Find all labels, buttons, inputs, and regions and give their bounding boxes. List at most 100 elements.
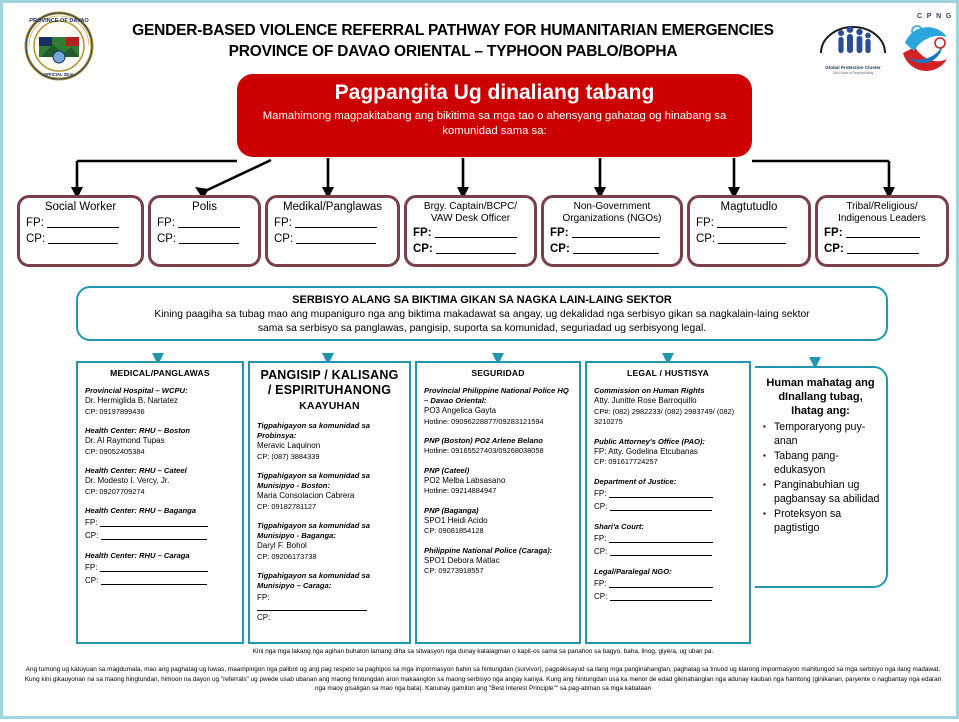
title-line-1: GENDER-BASED VIOLENCE REFERRAL PATHWAY F… bbox=[132, 22, 774, 39]
entry-blank-cp[interactable]: CP: bbox=[594, 545, 742, 558]
entry-contact: Hotline: 09096228877/09283121594 bbox=[424, 416, 544, 426]
entry-org: Tigpahigayon sa komunidad sa Munisipyo -… bbox=[257, 471, 370, 490]
services-summary-line-1: Kining paagiha sa tubag mao ang mupanigu… bbox=[154, 309, 810, 320]
entry-blank-fp[interactable]: FP: bbox=[85, 516, 235, 529]
entry-person: PO3 Angelica Gayta bbox=[424, 406, 497, 415]
entry-person: FP: Atty. Godelina Etcubanas bbox=[594, 446, 698, 456]
entry-person: Dr. Hermiglida B. Nartatez bbox=[85, 396, 178, 405]
service-column-security: SEGURIDAD Provincial Philippine National… bbox=[415, 361, 581, 644]
entry-contact: CP: 09273918557 bbox=[424, 566, 484, 575]
entry-org: Public Attorney's Office (PAO): bbox=[594, 436, 705, 446]
referral-field-fp: FP: bbox=[696, 215, 802, 231]
entry-contact: CP: 09052405384 bbox=[85, 446, 145, 456]
column-entry: Health Center: RHU – Caraga FP: CP: bbox=[85, 551, 235, 587]
entry-person: Daryl F. Bohol bbox=[257, 541, 307, 550]
footer-note: Kini nga mga lakang nga agihan buhaton l… bbox=[252, 648, 714, 655]
entry-person: Maria Consolacion Cabrera bbox=[257, 491, 355, 500]
referral-box-title: Tribal/Religious/ Indigenous Leaders bbox=[838, 201, 926, 224]
referral-box-social-worker[interactable]: Social Worker FP: CP: bbox=[17, 195, 144, 267]
list-item: Panginabuhian ug pagbansay sa abilidad bbox=[763, 478, 880, 506]
referral-box-title: Brgy. Captain/BCPC/ VAW Desk Officer bbox=[423, 201, 518, 224]
entry-contact: CP#: (082) 2982233/ (082) 2983749/ (082)… bbox=[594, 406, 735, 427]
column-entry: Provincial Philippine National Police HQ… bbox=[424, 386, 572, 427]
referral-box-tribal-religious-leaders[interactable]: Tribal/Religious/ Indigenous Leaders FP:… bbox=[815, 195, 949, 267]
column-entry: Commission on Human Rights Atty. Junitte… bbox=[594, 386, 742, 428]
service-column-psychosocial: PANGISIP / KALISANG / ESPIRITUHANONG KAA… bbox=[248, 361, 411, 644]
entry-blank-cp[interactable]: CP: bbox=[85, 529, 235, 542]
services-summary-title: SERBISYO ALANG SA BIKTIMA GIKAN SA NAGKA… bbox=[292, 294, 672, 306]
entry-org: Tigpahigayon sa komunidad sa Probinsya: bbox=[257, 421, 370, 440]
cpng-caption: C P N G bbox=[917, 13, 953, 20]
referral-field-fp: FP: bbox=[157, 215, 252, 231]
column-entry: Health Center: RHU – Cateel Dr. Modesto … bbox=[85, 466, 235, 497]
entry-blank-fp[interactable]: FP: bbox=[594, 487, 742, 500]
column-entry: PNP (Baganga) SPO1 Heidi Acido CP: 09081… bbox=[424, 506, 572, 537]
province-seal-icon: PROVINCE OF DAVAO OFFICIAL SEAL bbox=[17, 11, 101, 81]
additional-response-title: Human mahatag ang dInallang tubag, Ihata… bbox=[766, 377, 875, 417]
referral-box-magtutudlo[interactable]: Magtutudlo FP: CP: bbox=[687, 195, 811, 267]
referral-field-cp: CP: bbox=[824, 241, 940, 257]
referral-box-title: Medikal/Panglawas bbox=[282, 201, 383, 213]
referral-field-fp: FP: bbox=[550, 225, 674, 241]
entry-org: Provincial Hospital – WCPU: bbox=[85, 386, 188, 395]
entry-person: Atty. Junitte Rose Barroquillo bbox=[594, 396, 697, 405]
column-heading-sub: KAAYUHAN bbox=[299, 400, 360, 412]
entry-blank-cp[interactable]: CP: bbox=[594, 500, 742, 513]
entry-org: Health Center: RHU – Boston bbox=[85, 426, 191, 435]
entry-org: Health Center: RHU – Caraga bbox=[85, 551, 190, 560]
referral-field-fp: FP: bbox=[274, 215, 391, 231]
svg-text:OFFICIAL SEAL: OFFICIAL SEAL bbox=[43, 72, 75, 77]
referral-field-fp: FP: bbox=[824, 225, 940, 241]
entry-contact: CP: 091617724257 bbox=[594, 457, 658, 466]
list-item: Tabang pang-edukasyon bbox=[763, 449, 880, 477]
referral-box-medikal-panglawas[interactable]: Medikal/Panglawas FP: CP: bbox=[265, 195, 400, 267]
referral-box-brgy-captain-bcpc-vaw[interactable]: Brgy. Captain/BCPC/ VAW Desk Officer FP:… bbox=[404, 195, 537, 267]
services-summary-band: SERBISYO ALANG SA BIKTIMA GIKAN SA NAGKA… bbox=[76, 286, 888, 341]
banner-title: Pagpangita Ug dinaliang tabang bbox=[334, 81, 655, 104]
entry-org: Health Center: RHU – Cateel bbox=[85, 466, 187, 475]
entry-org: Provincial Philippine National Police HQ… bbox=[424, 386, 569, 405]
column-entry: Health Center: RHU – Baganga FP: CP: bbox=[85, 506, 235, 542]
gpc-caption: Global Protection Cluster bbox=[825, 65, 881, 70]
entry-blank-cp[interactable]: CP: bbox=[85, 574, 235, 587]
entry-contact: CP: 09197899436 bbox=[85, 406, 145, 416]
gpc-subcaption: GBV Area of Responsibility bbox=[832, 71, 874, 75]
entry-person: Meravic Laquinon bbox=[257, 441, 321, 450]
referral-field-cp: CP: bbox=[157, 231, 252, 247]
referral-field-fp: FP: bbox=[413, 225, 528, 241]
additional-response-box: Human mahatag ang dInallang tubag, Ihata… bbox=[755, 366, 888, 588]
entry-person: SPO1 Heidi Acido bbox=[424, 515, 488, 525]
entry-blank-fp[interactable]: FP: bbox=[85, 561, 235, 574]
column-heading: LEGAL / HUSTISYA bbox=[627, 368, 709, 378]
column-entry: PNP (Cateel) PO2 Melba Labsasano Hotline… bbox=[424, 466, 572, 497]
list-item: Proteksyon sa pagtistigo bbox=[763, 507, 880, 535]
entry-contact: CP: 09081854128 bbox=[424, 526, 484, 535]
column-entry: Department of Justice: FP: CP: bbox=[594, 477, 742, 513]
entry-org: Shari'a Court: bbox=[594, 521, 644, 531]
referral-box-ngos[interactable]: Non-Government Organizations (NGOs) FP: … bbox=[541, 195, 683, 267]
entry-blank-fp[interactable]: FP: bbox=[594, 532, 742, 545]
column-entry: Provincial Hospital – WCPU: Dr. Hermigli… bbox=[85, 386, 235, 417]
column-heading: SEGURIDAD bbox=[471, 368, 525, 378]
title-line-2: PROVINCE OF DAVAO ORIENTAL – TYPHOON PAB… bbox=[228, 43, 678, 60]
cpng-logo: C P N G bbox=[895, 13, 957, 75]
entry-org: Philippine National Police (Caraga): bbox=[424, 545, 553, 555]
referral-field-cp: CP: bbox=[274, 231, 391, 247]
entry-person: PO2 Melba Labsasano bbox=[424, 475, 506, 485]
entry-contact: Hotline: 09214884947 bbox=[424, 486, 497, 495]
entry-point-banner: Pagpangita Ug dinaliang tabang Mamahimon… bbox=[237, 74, 752, 157]
entry-blank-cp[interactable]: CP: bbox=[594, 590, 742, 603]
column-entry: Tigpahigayon sa komunidad sa Probinsya: … bbox=[257, 421, 402, 462]
column-entry: Tigpahigayon sa komunidad sa Munisipyo -… bbox=[257, 521, 402, 562]
column-entry: Health Center: RHU – Boston Dr. Al Raymo… bbox=[85, 426, 235, 457]
service-columns: MEDICAL/PANGLAWAS Provincial Hospital – … bbox=[76, 361, 888, 644]
entry-blank-fp[interactable]: FP: bbox=[594, 577, 742, 590]
entry-blank-fp[interactable]: FP: bbox=[257, 593, 270, 602]
column-entry: Legal/Paralegal NGO: FP: CP: bbox=[594, 567, 742, 603]
referral-box-polis[interactable]: Polis FP: CP: bbox=[148, 195, 261, 267]
entry-blank-cp[interactable]: CP: bbox=[257, 613, 271, 622]
additional-response-list: Temporaryong puy-anan Tabang pang-edukas… bbox=[761, 420, 880, 535]
referral-field-cp: CP: bbox=[413, 241, 528, 257]
column-entry: PNP (Boston) PO2 Arlene Belano Hotline: … bbox=[424, 436, 572, 457]
